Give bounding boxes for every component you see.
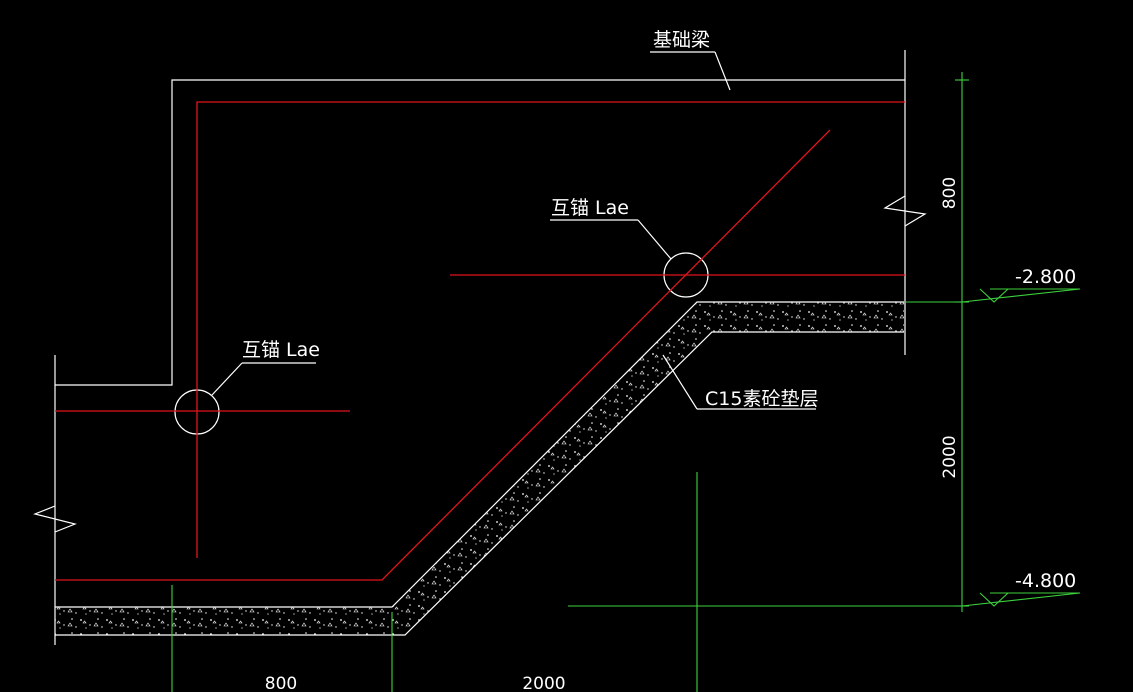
right-break-symbol	[883, 195, 927, 227]
elev-marker-lower	[979, 592, 1009, 607]
dimension-horizontal-left: 800	[265, 674, 297, 692]
elevation-upper: -2.800	[1015, 266, 1076, 288]
label-cushion: C15素砼垫层	[705, 388, 818, 410]
leader-anchor-upper	[637, 219, 672, 260]
label-anchor-left: 互锚 Lae	[242, 339, 320, 361]
text-labels: 基础梁 互锚 Lae 互锚 Lae C15素砼垫层 -2.800 -4.800 …	[242, 29, 1076, 692]
rebar-lines	[55, 101, 905, 581]
elev-leader-upper	[961, 288, 1081, 303]
cushion-layer	[55, 301, 904, 636]
leader-foundation-beam	[714, 51, 731, 91]
dimension-lines	[171, 72, 1081, 692]
cushion-fill	[55, 302, 904, 635]
label-anchor-upper: 互锚 Lae	[551, 197, 629, 219]
elev-leader-lower	[961, 592, 1081, 607]
cushion-top-edge	[55, 301, 904, 608]
dimension-vertical-top: 800	[940, 177, 960, 209]
rebar-bottom-diagonal	[55, 129, 831, 581]
rebar-top-bend	[196, 101, 905, 558]
dimension-horizontal-right: 2000	[522, 674, 565, 692]
label-foundation-beam: 基础梁	[653, 29, 710, 51]
elevation-lower: -4.800	[1015, 570, 1076, 592]
dimension-vertical-bottom: 2000	[940, 435, 960, 478]
leader-cushion	[662, 354, 698, 410]
cushion-bottom-edge	[55, 331, 904, 636]
left-break-symbol	[33, 505, 77, 533]
beam-top-outline	[55, 79, 905, 386]
leader-anchor-left	[211, 362, 243, 396]
elev-marker-upper	[979, 288, 1009, 303]
